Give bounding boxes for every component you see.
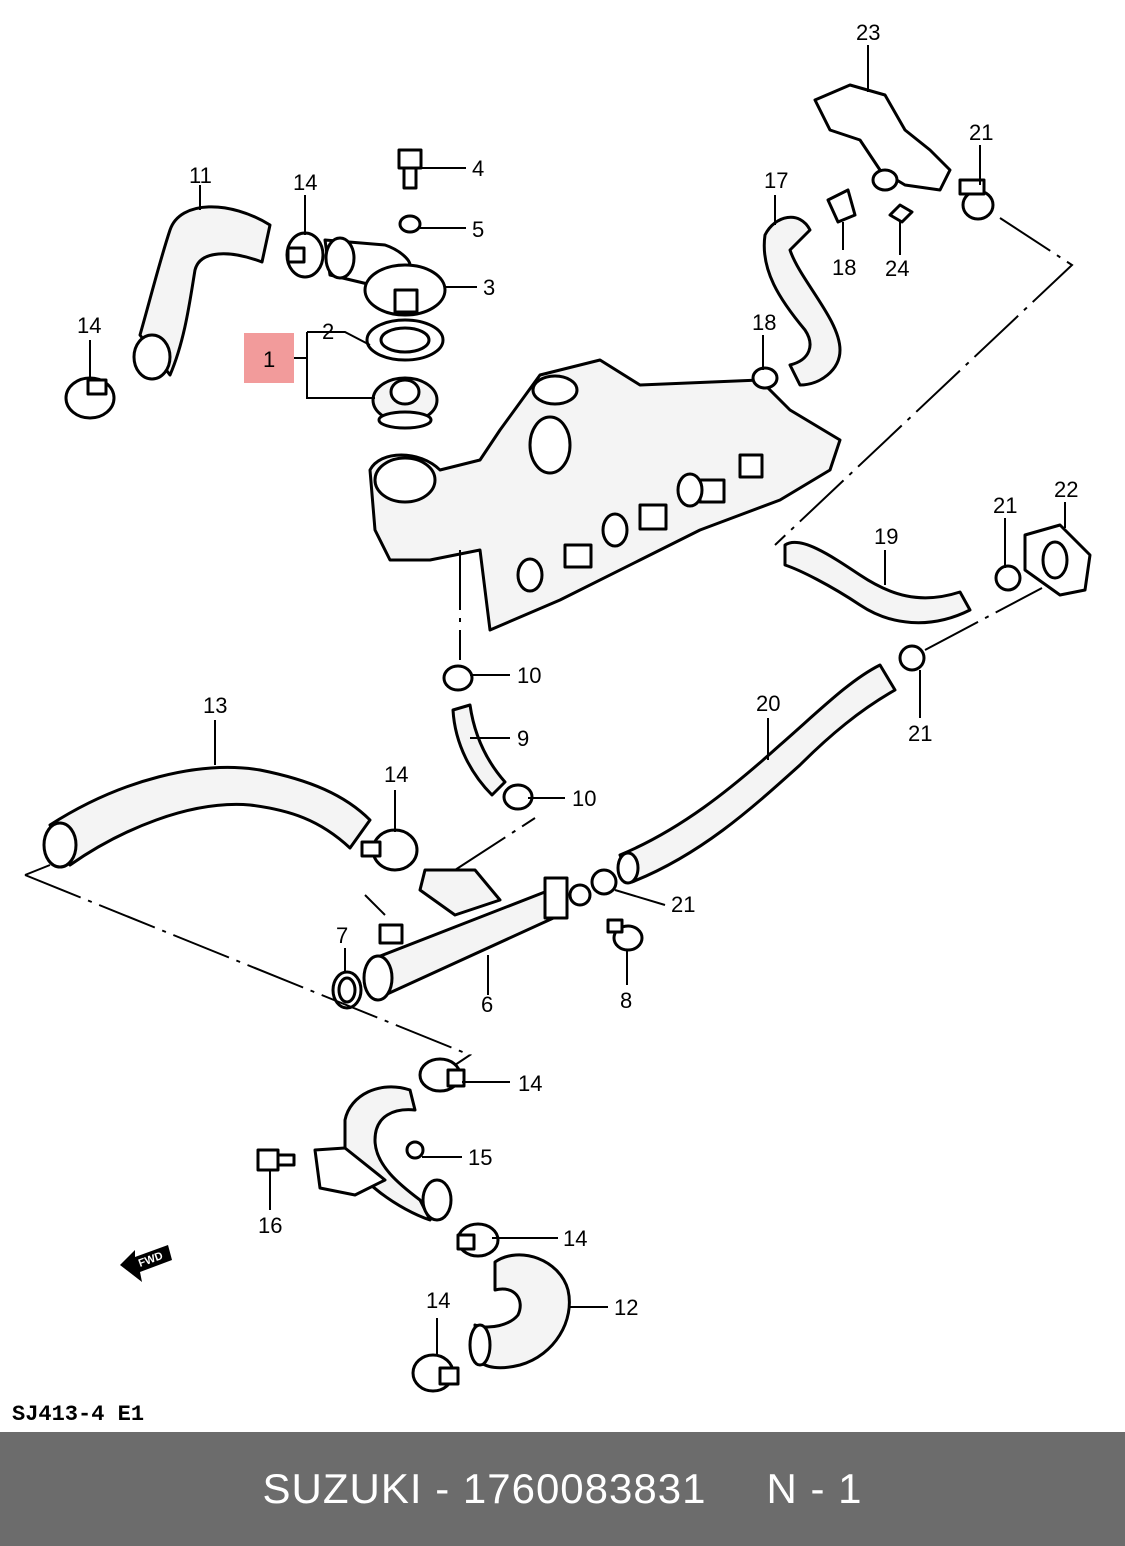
callout-3[interactable]: 3	[483, 275, 495, 300]
bolt-8	[606, 918, 644, 952]
water-pipe-6	[362, 868, 592, 1002]
intake-manifold	[368, 358, 842, 632]
footer-separator: -	[435, 1465, 451, 1512]
diagram-code: SJ413-4 E1	[12, 1402, 145, 1427]
clamp-14-lower-bottom	[411, 1353, 460, 1393]
hose-13	[42, 766, 372, 869]
bolt-4	[397, 148, 423, 190]
clamp-14-lower-top	[418, 1057, 466, 1093]
clamp-14-upper-left	[64, 376, 116, 420]
thermostat-1	[371, 376, 439, 430]
hose-20	[616, 663, 897, 885]
callout-22[interactable]: 22	[1054, 477, 1078, 502]
thermostat-cap-3	[323, 236, 447, 317]
hose-19	[783, 540, 972, 625]
callout-18[interactable]: 18	[752, 310, 776, 335]
clamp-10-upper	[442, 664, 474, 692]
part-number: 1760083831	[462, 1465, 707, 1512]
clip-18-mid	[751, 366, 779, 390]
clamp-21-pipe	[590, 868, 618, 896]
callout-14[interactable]: 14	[426, 1288, 450, 1313]
callout-14[interactable]: 14	[518, 1071, 542, 1096]
leader-lines	[89, 45, 1066, 1355]
brand-name: SUZUKI	[262, 1465, 423, 1512]
hose-12	[468, 1253, 571, 1370]
callout-5[interactable]: 5	[472, 217, 484, 242]
callout-17[interactable]: 17	[764, 168, 788, 193]
clamp-21-right	[994, 564, 1022, 592]
part-footer-bar: SUZUKI - 1760083831 N - 1	[0, 1432, 1125, 1546]
callout-9[interactable]: 9	[517, 726, 529, 751]
callout-12[interactable]: 12	[614, 1295, 638, 1320]
callout-23[interactable]: 23	[856, 20, 880, 45]
clamp-14-mid	[360, 828, 419, 872]
bolt-16	[256, 1148, 296, 1172]
callout-24[interactable]: 24	[885, 256, 909, 281]
callout-2[interactable]: 2	[322, 319, 334, 344]
position-code: N - 1	[766, 1465, 863, 1512]
callout-1[interactable]: 1	[263, 347, 275, 372]
callout-15[interactable]: 15	[468, 1145, 492, 1170]
callout-21[interactable]: 21	[671, 892, 695, 917]
callout-21[interactable]: 21	[969, 120, 993, 145]
callout-21[interactable]: 21	[908, 721, 932, 746]
callout-14[interactable]: 14	[293, 170, 317, 195]
callout-11[interactable]: 11	[189, 163, 212, 188]
forward-arrow-icon: FWD	[120, 1245, 172, 1282]
callout-10[interactable]: 10	[517, 663, 541, 688]
callout-10[interactable]: 10	[572, 786, 596, 811]
clamp-10-lower	[502, 783, 534, 811]
fitting-23	[813, 83, 952, 192]
callout-8[interactable]: 8	[620, 988, 632, 1013]
o-ring-7	[331, 970, 363, 1010]
callout-7[interactable]: 7	[336, 923, 348, 948]
callout-20[interactable]: 20	[756, 691, 780, 716]
callout-6[interactable]: 6	[481, 992, 493, 1017]
bracket-22	[1023, 523, 1092, 597]
connection-lines	[24, 217, 1074, 1066]
hose-17	[762, 215, 842, 387]
gasket-2	[365, 318, 445, 362]
clamp-14-upper-right	[285, 231, 325, 279]
washer-5	[398, 214, 422, 234]
hose-9	[451, 703, 507, 797]
screw-24	[888, 203, 914, 224]
callout-4[interactable]: 4	[472, 156, 484, 181]
clamp-21-mid	[898, 644, 926, 672]
callout-1-highlight[interactable]	[244, 333, 294, 383]
clamp-21-top	[958, 178, 995, 221]
callout-19[interactable]: 19	[874, 524, 898, 549]
callout-16[interactable]: 16	[258, 1213, 282, 1238]
callout-14[interactable]: 14	[77, 313, 101, 338]
callout-14[interactable]: 14	[384, 762, 408, 787]
callout-18[interactable]: 18	[832, 255, 856, 280]
callout-21[interactable]: 21	[993, 493, 1017, 518]
callouts: 23 21 11 14 4 17 5 18 24 3 14 2 18 1 22 …	[77, 20, 1078, 1320]
clip-18-top	[826, 188, 857, 224]
hose-11	[132, 205, 272, 381]
clamp-14-lower-mid	[456, 1222, 500, 1258]
callout-14[interactable]: 14	[563, 1226, 587, 1251]
parts-diagram: FWD	[24, 20, 1092, 1393]
pipe-15	[313, 1085, 453, 1222]
callout-13[interactable]: 13	[203, 693, 227, 718]
